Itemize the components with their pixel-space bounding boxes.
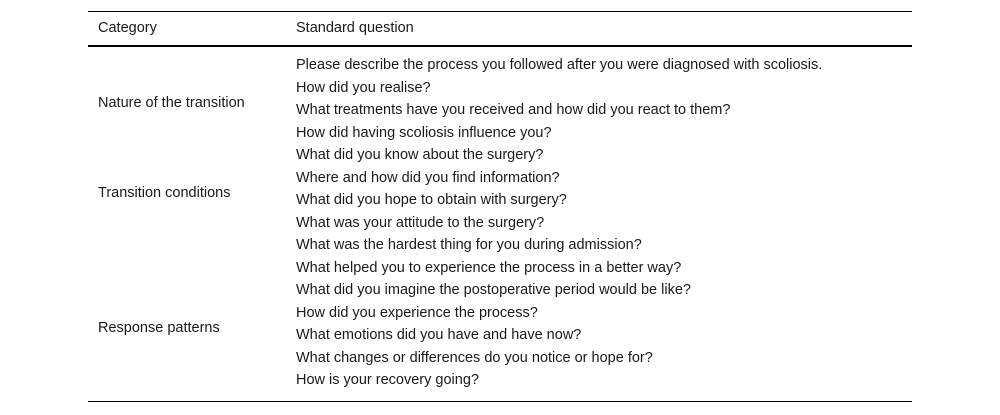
column-header-standard-question: Standard question <box>296 20 414 37</box>
interview-guide-table: Category Standard question Please descri… <box>88 11 912 402</box>
table-row: How did having scoliosis influence you? <box>296 124 552 141</box>
table-header-rule <box>88 45 912 47</box>
table-row: What changes or differences do you notic… <box>296 349 653 366</box>
table-row: How did you experience the process? <box>296 304 538 321</box>
table-row: What did you imagine the postoperative p… <box>296 282 691 298</box>
table-row: What did you know about the surgery? <box>296 147 544 163</box>
table-row: What was the hardest thing for you durin… <box>296 237 642 253</box>
table-row: How is your recovery going? <box>296 372 479 388</box>
table-header-row: Category Standard question <box>88 12 912 45</box>
table-row: Please describe the process you followed… <box>296 57 823 73</box>
table-body: Please describe the process you followed… <box>88 47 912 401</box>
category-label: Response patterns <box>98 320 220 337</box>
table-top-rule <box>88 11 912 12</box>
table-row: What emotions did you have and have now? <box>296 327 582 343</box>
table-row: What helped you to experience the proces… <box>296 259 682 276</box>
category-label: Transition conditions <box>98 185 231 202</box>
table-row: What was your attitude to the surgery? <box>296 214 545 231</box>
column-header-category: Category <box>98 20 157 37</box>
table-row: How did you realise? <box>296 79 431 96</box>
category-label: Nature of the transition <box>98 95 245 112</box>
question-list: Please describe the process you followed… <box>296 54 912 392</box>
table-row: What treatments have you received and ho… <box>296 102 731 118</box>
table-bottom-rule <box>88 400 912 402</box>
table-row: Where and how did you find information? <box>296 169 560 186</box>
table-row: What did you hope to obtain with surgery… <box>296 192 567 208</box>
